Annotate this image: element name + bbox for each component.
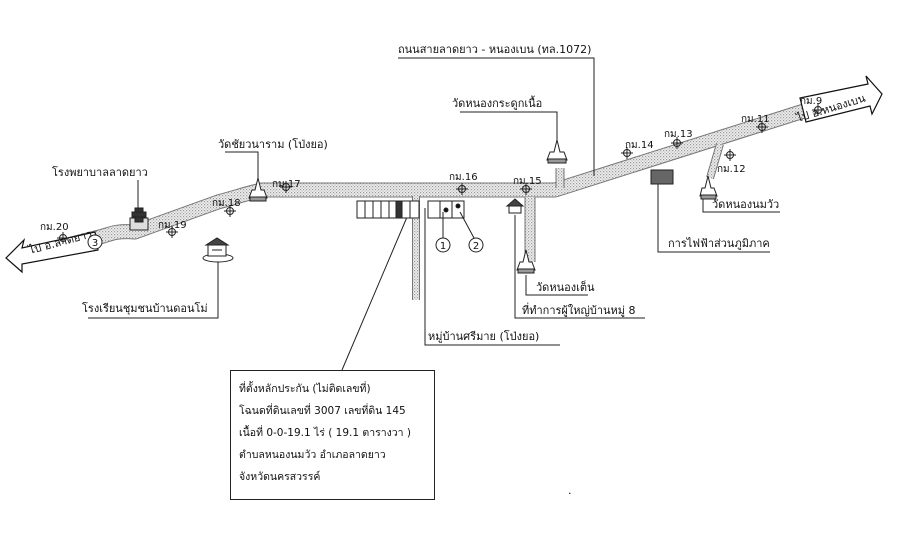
school-label: โรงเรียนชุมชนบ้านดอนโม่ [82,301,208,315]
info-line-3: เนื้อที่ 0-0-19.1 ไร่ ( 19.1 ตารางวา ) [239,427,411,439]
km-20-label: กม.20 [40,222,69,233]
wat-nongtoen-label: วัดหนองเต็น [536,280,595,294]
hospital-label: โรงพยาบาลลาดยาว [52,165,148,179]
collateral-info-box: ที่ตั้งหลักประกัน (ไม่ติดเลขที่) โฉนดที่… [230,370,435,500]
arrow-to-latyao: ไป อ.ลาดยาว [5,228,99,274]
km-11-label: กม.11 [741,114,770,125]
km-12-label: กม.12 [717,164,746,175]
temple-icon [546,139,568,164]
km-17-label: กม.17 [272,179,301,190]
km-13-label: กม.13 [664,129,693,140]
km-15-label: กม.15 [513,176,542,187]
circle-number-1: 1 [435,237,451,253]
wat-nongnomwua-label: วัดหนองนมวัว [712,198,779,211]
electricity-label: การไฟฟ้าส่วนภูมิภาค [668,237,770,250]
km-16-label: กม.16 [449,172,478,183]
temple-icon [516,249,536,274]
info-line-2: โฉนดที่ดินเลขที่ 3007 เลขที่ดิน 145 [239,405,406,417]
svg-text:3: 3 [92,238,98,249]
info-line-5: จังหวัดนครสวรรค์ [239,471,321,483]
main-road [28,89,851,263]
village-plots [356,200,475,239]
office-icon [505,198,525,214]
km-18-label: กม.18 [212,198,241,209]
info-line-1: ที่ตั้งหลักประกัน (ไม่ติดเลขที่) [239,383,371,395]
side-roads [412,142,724,300]
temple-icon [248,177,268,202]
km-9-label: กม.9 [800,96,822,107]
hospital-icon [129,207,149,231]
village-label: หมู่บ้านศรีมาย (โป่งยอ) [428,329,539,343]
wat-chaiyawanaram-label: วัดชัยวนาราม (โป่งยอ) [218,137,328,151]
school-icon [202,237,234,263]
temple-icon [699,175,718,200]
circle-number-3: 3 [87,234,103,250]
wat-nongkraduk-label: วัดหนองกระดูกเนื้อ [452,95,542,110]
electricity-icon [650,169,674,185]
headman-office-label: ที่ทำการผู้ใหญ่บ้านหมู่ 8 [522,302,636,317]
dot-mark: . [568,484,572,497]
leader-lines [88,57,780,371]
info-line-4: ตำบลหนองนมวัว อำเภอลาดยาว [239,449,386,461]
km-14-label: กม.14 [625,140,654,151]
km-marker-symbols [57,104,824,244]
circle-number-2: 2 [468,237,484,253]
svg-text:2: 2 [473,241,479,252]
km-19-label: กม.19 [158,220,187,231]
svg-text:1: 1 [440,241,446,252]
road-name-label: ถนนสายลาดยาว - หนองเบน (ทล.1072) [398,43,591,56]
